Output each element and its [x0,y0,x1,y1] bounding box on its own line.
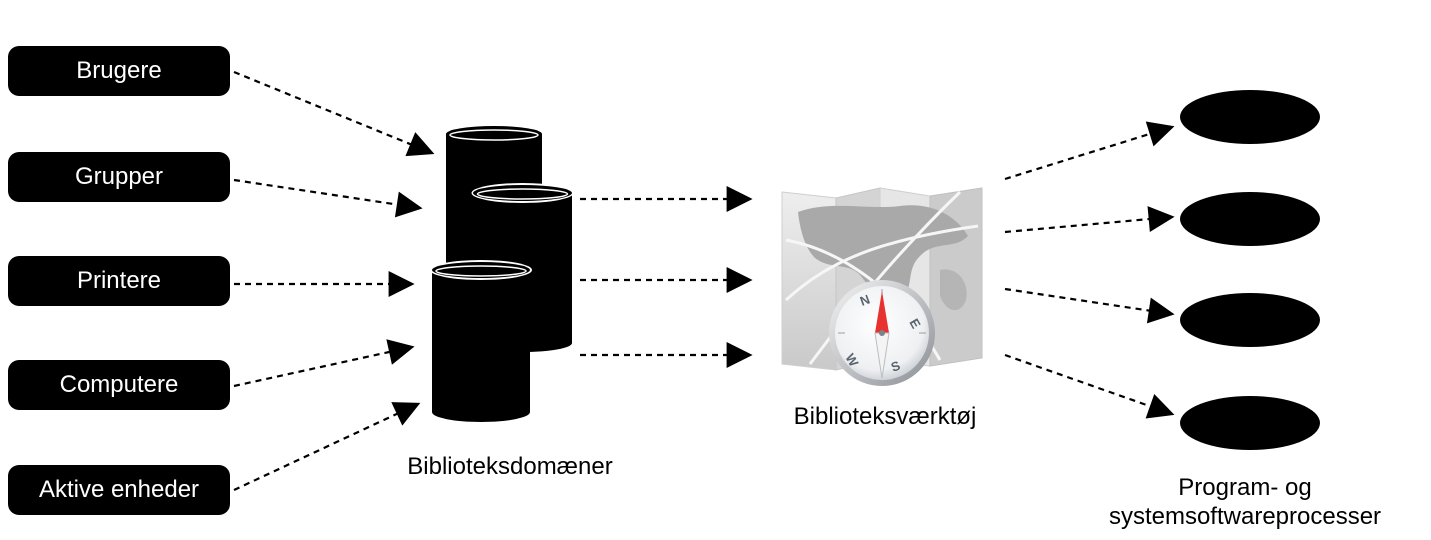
domain-arrows [580,186,753,368]
domains-caption: Biblioteksdomæner [407,453,613,480]
process-nodes [1180,90,1320,450]
processes-caption: Program- og systemsoftwareprocesser [1060,473,1430,531]
source-printere: Printere [8,256,230,306]
arrow-tool-process-1 [1004,121,1175,181]
process-node-3 [1180,293,1320,347]
process-node-1 [1180,90,1320,144]
processes-caption-line1: Program- og [1178,474,1312,501]
arrow-aktive-enheder [233,402,421,491]
process-node-4 [1180,396,1320,450]
arrow-grupper [233,178,423,218]
compass-needle-red [875,291,889,333]
arrow-tool-process-2 [1004,206,1175,234]
source-grupper: Grupper [8,152,230,202]
domain-databases [430,126,574,422]
source-label: Brugere [76,57,162,84]
arrow-tool-process-3 [1004,287,1175,324]
arrow-tool-process-4 [1004,353,1175,419]
arrow-computere [233,339,415,388]
source-label: Grupper [74,163,164,190]
source-label: Computere [59,371,179,398]
processes-caption-line2: systemsoftwareprocesser [1108,503,1382,530]
compass-icon: N E S W [829,280,935,386]
arrow-brugere [233,70,435,157]
process-arrows [1004,121,1175,419]
directory-utility-map-compass-icon: N E S W [781,187,983,386]
source-aktive-enheder: Aktive enheder [8,465,230,515]
process-node-2 [1180,192,1320,246]
source-label: Aktive enheder [38,476,200,503]
source-brugere: Brugere [8,46,230,96]
source-computere: Computere [8,360,230,410]
tool-caption: Biblioteksværktøj [793,403,977,430]
source-arrows [233,70,435,491]
source-label: Printere [76,267,162,294]
database-cylinder-front [430,260,532,422]
